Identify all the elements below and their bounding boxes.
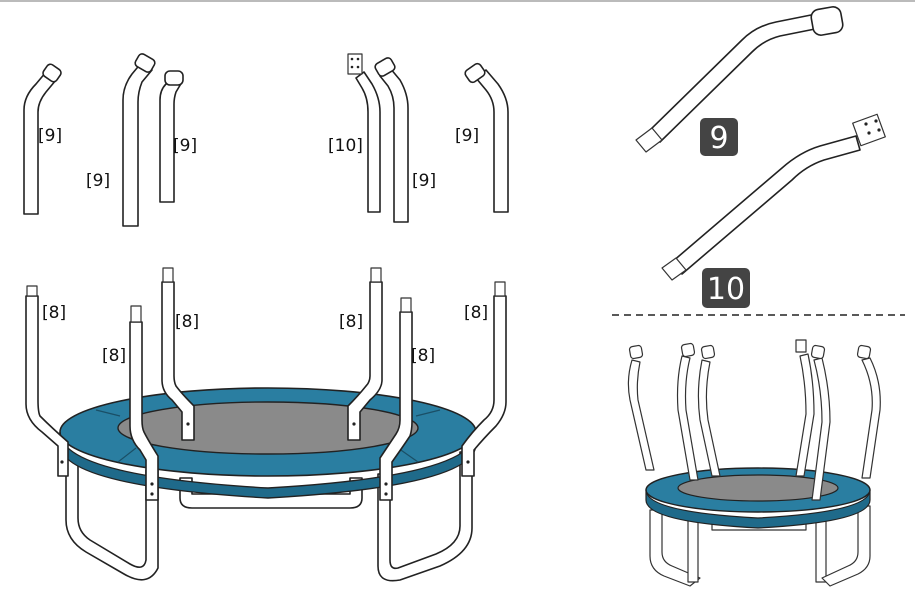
pole-8-back-right bbox=[347, 281, 383, 441]
pole-8-back-left bbox=[161, 281, 195, 441]
frame-label-4: [8] bbox=[339, 312, 363, 332]
top-label-3: [9] bbox=[173, 136, 197, 156]
frame-label-1: [8] bbox=[42, 303, 66, 323]
badge-part-10: 10 bbox=[702, 268, 750, 308]
frame-label-2: [8] bbox=[175, 312, 199, 332]
trampoline-assembled bbox=[627, 339, 881, 587]
loose-pole-9-c bbox=[159, 70, 184, 203]
loose-pole-10 bbox=[347, 53, 381, 213]
top-label-6: [9] bbox=[455, 126, 479, 146]
loose-pole-9-b bbox=[122, 53, 156, 227]
jump-mat bbox=[117, 401, 419, 455]
rear-leg bbox=[179, 477, 363, 509]
pole-8-front-right bbox=[379, 311, 413, 501]
trampoline-main bbox=[25, 267, 507, 582]
loose-pole-9-a bbox=[23, 63, 62, 215]
pole-8-far-left bbox=[25, 295, 69, 477]
frame-label-5: [8] bbox=[411, 346, 435, 366]
top-label-4: [10] bbox=[328, 136, 363, 156]
pole-8-far-right bbox=[461, 295, 507, 477]
top-label-2: [9] bbox=[86, 171, 110, 191]
badge-part-9: 9 bbox=[700, 118, 738, 156]
badge-9-text: 9 bbox=[709, 121, 728, 156]
frame-label-6: [8] bbox=[464, 303, 488, 323]
part-9-detail bbox=[635, 6, 844, 153]
loose-pole-9-d bbox=[374, 57, 409, 223]
badge-10-text: 10 bbox=[707, 272, 745, 307]
loose-pole-9-e bbox=[464, 62, 509, 213]
top-label-5: [9] bbox=[412, 171, 436, 191]
right-leg bbox=[377, 451, 473, 582]
part-10-detail bbox=[661, 113, 886, 281]
top-label-1: [9] bbox=[38, 126, 62, 146]
pole-8-front-left bbox=[129, 321, 159, 501]
frame-label-3: [8] bbox=[102, 346, 126, 366]
